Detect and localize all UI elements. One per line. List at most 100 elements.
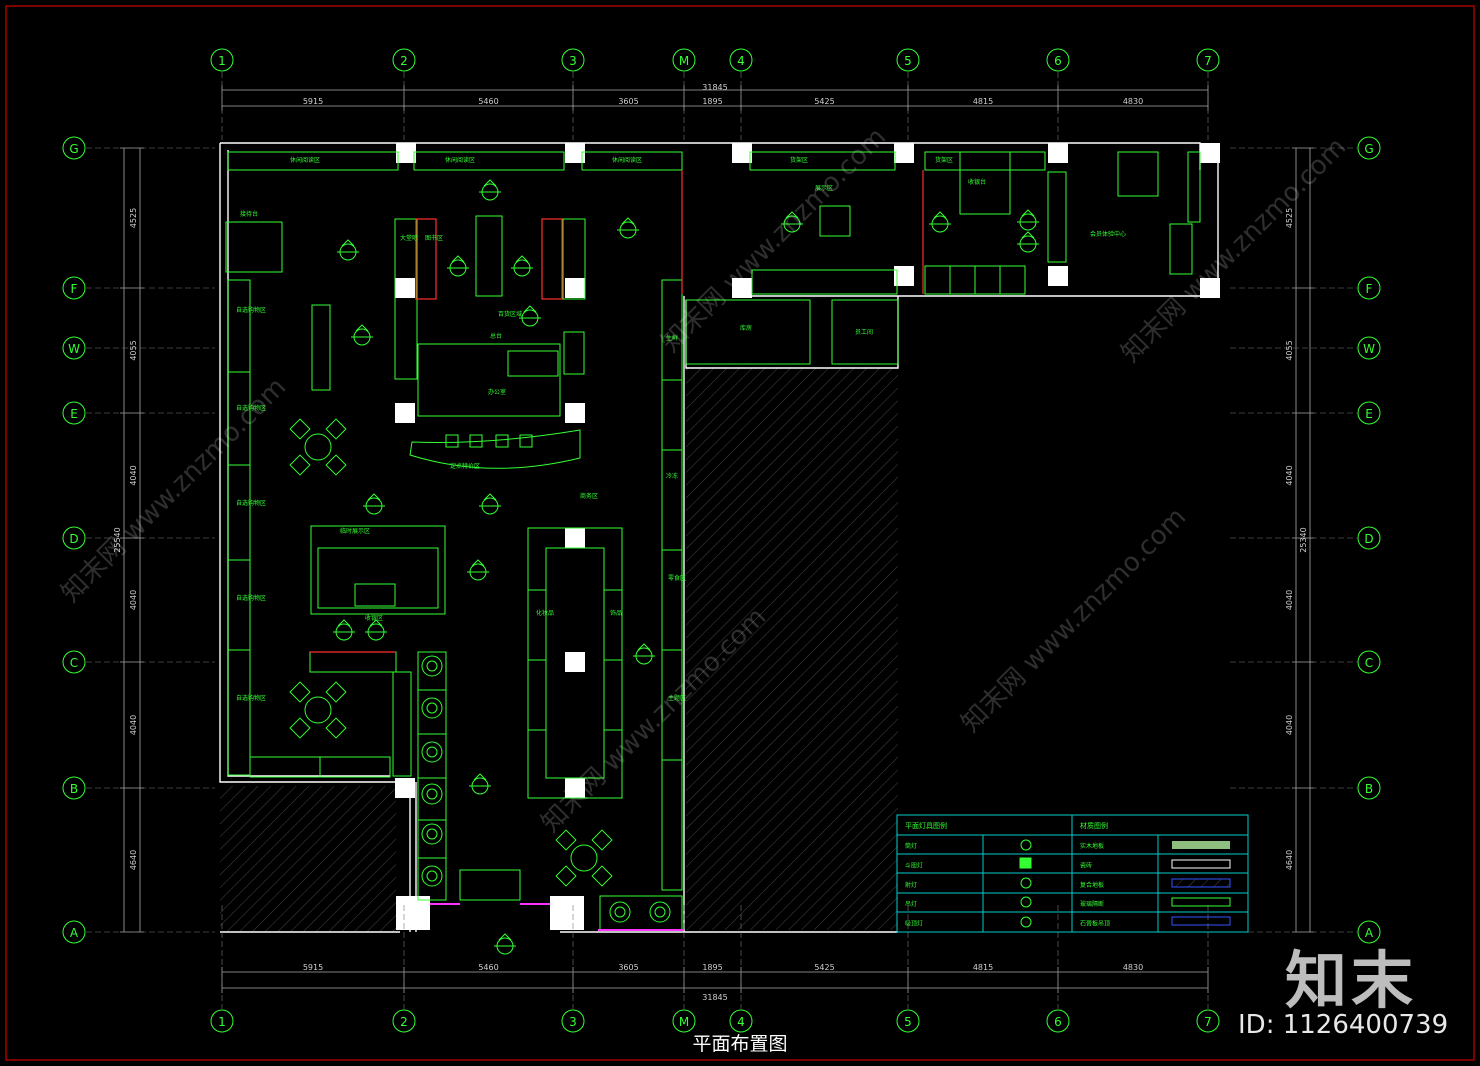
grid-label-row: G <box>1364 142 1373 156</box>
legend-swatch-ceiling <box>1171 916 1231 926</box>
legend-table: 平面灯具图例 材质图例 筒灯斗胆灯射灯吊灯吸顶灯实木地板瓷砖复合地板玻璃隔断石膏… <box>896 814 1249 933</box>
room-label: 主题区 <box>668 694 686 702</box>
dim-segment-left: 4055 <box>129 340 138 360</box>
image-id-label: ID: 1126400739 <box>1238 1010 1449 1040</box>
structural-column <box>565 143 585 163</box>
view-mark-icon <box>337 239 359 261</box>
room-label: 临时展示区 <box>340 527 370 535</box>
grid-bubble-col-3: 3 <box>561 1009 585 1033</box>
grid-label-col: M <box>679 1015 689 1029</box>
dim-segment-left: 4640 <box>129 850 138 870</box>
plant-icon <box>421 697 443 719</box>
grid-label-col: 5 <box>904 54 912 68</box>
structural-column <box>732 143 752 163</box>
dim-segment-left: 4525 <box>129 208 138 228</box>
grid-label-col: 2 <box>400 54 408 68</box>
dim-segment-bottom: 5460 <box>478 963 498 972</box>
hatched-area-center <box>686 367 898 930</box>
view-mark-icon <box>781 211 803 233</box>
dim-total-right: 25340 <box>1299 527 1308 552</box>
plant-icon <box>421 783 443 805</box>
structural-column <box>565 403 585 423</box>
view-mark-icon <box>519 305 541 327</box>
view-mark-icon <box>633 643 655 665</box>
dim-segment-left: 4040 <box>129 465 138 485</box>
dim-segment-right: 4040 <box>1285 465 1294 485</box>
room-label: 商务区 <box>580 492 598 500</box>
dim-total-top: 31845 <box>702 83 727 92</box>
grid-label-row: C <box>1365 656 1373 670</box>
dim-segment-top: 5460 <box>478 97 498 106</box>
dim-total-left: 25540 <box>113 527 122 552</box>
structural-column <box>732 278 752 298</box>
grid-label-col: 1 <box>218 54 226 68</box>
grid-bubble-row-W: W <box>1357 336 1381 360</box>
dim-segment-bottom: 5425 <box>814 963 834 972</box>
view-mark-icon <box>1017 231 1039 253</box>
grid-bubble-row-A: A <box>62 920 86 944</box>
red-partitions <box>310 170 924 653</box>
room-label: 接待台 <box>240 210 258 218</box>
legend-swatch-wood <box>1172 841 1230 849</box>
dim-segment-top: 3605 <box>618 97 638 106</box>
legend-material-label: 石膏板吊顶 <box>1080 920 1110 928</box>
room-label: 自选购物区 <box>236 594 266 602</box>
legend-swatch-glass <box>1171 897 1231 907</box>
grid-bubble-col-5: 5 <box>896 48 920 72</box>
structural-column <box>395 403 415 423</box>
view-mark-icon <box>479 493 501 515</box>
grid-bubble-row-F: F <box>1357 276 1381 300</box>
grid-label-col: 6 <box>1054 1015 1062 1029</box>
grid-bubble-row-G: G <box>1357 136 1381 160</box>
grid-bubble-row-C: C <box>62 650 86 674</box>
view-mark-icon <box>494 933 516 955</box>
structural-column <box>565 778 585 798</box>
view-mark-icon <box>351 324 373 346</box>
room-label: 员工间 <box>855 328 873 336</box>
grid-bubble-row-A: A <box>1357 920 1381 944</box>
grid-bubble-col-1: 1 <box>210 1009 234 1033</box>
view-mark-icon <box>511 255 533 277</box>
room-label: 货架区 <box>935 156 953 164</box>
structural-column <box>565 278 585 298</box>
dim-segment-bottom: 1895 <box>702 963 722 972</box>
dining-table-set <box>555 829 613 887</box>
grid-bubble-col-7: 7 <box>1196 48 1220 72</box>
view-mark-icon <box>363 493 385 515</box>
grid-label-col: 3 <box>569 54 577 68</box>
room-label: 展示区 <box>815 185 833 192</box>
grid-label-col: 4 <box>737 54 745 68</box>
dining-table-set <box>289 681 347 739</box>
grid-label-row: G <box>69 142 78 156</box>
legend-fixture-label: 吊灯 <box>905 900 917 908</box>
grid-label-row: C <box>70 656 78 670</box>
plant-icon <box>609 901 631 923</box>
sheet-frame <box>5 5 1475 1061</box>
grid-bubble-col-6: 6 <box>1046 1009 1070 1033</box>
room-label: 图书区 <box>425 234 443 242</box>
legend-fixture-label: 吸顶灯 <box>905 920 923 928</box>
room-label: 休闲阅读区 <box>290 156 320 164</box>
grid-bubble-row-C: C <box>1357 650 1381 674</box>
room-label: 生鲜 <box>666 334 678 342</box>
grid-bubble-col-2: 2 <box>392 1009 416 1033</box>
legend-material-label: 玻璃隔断 <box>1080 900 1104 908</box>
view-mark-icon <box>929 211 951 233</box>
grid-label-col: 1 <box>218 1015 226 1029</box>
room-label: 库房 <box>740 324 752 332</box>
grid-label-row: B <box>1365 782 1373 796</box>
room-label: 零食区 <box>668 574 686 582</box>
dim-segment-bottom: 5915 <box>303 963 323 972</box>
grid-label-col: M <box>679 54 689 68</box>
structural-column <box>1200 143 1220 163</box>
room-label: 会员体验中心 <box>1090 230 1126 238</box>
plant-icon <box>421 823 443 845</box>
brand-logo: 知末 <box>1285 944 1418 1017</box>
legend-swatch-tile <box>1171 859 1231 869</box>
dim-segment-top: 4830 <box>1123 97 1143 106</box>
dining-table-set <box>289 418 347 476</box>
room-label: 休闲阅读区 <box>612 156 642 164</box>
room-label: 收银区 <box>365 614 383 622</box>
grid-label-row: W <box>1363 342 1375 356</box>
